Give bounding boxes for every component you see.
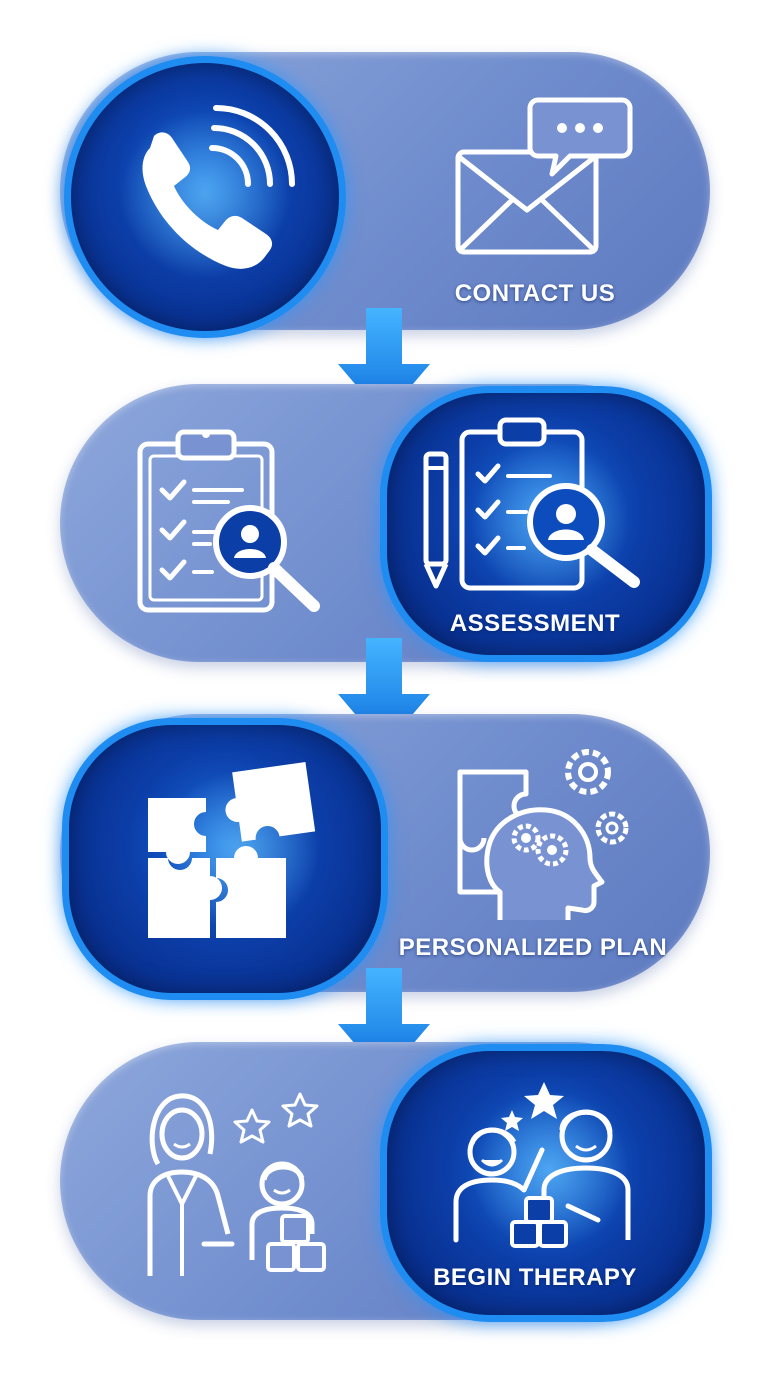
clipboard-magnifier-icon xyxy=(137,429,320,613)
clipboard-pencil-magnifier-icon xyxy=(423,417,640,591)
step-label-assessment: ASSESSMENT xyxy=(449,610,621,637)
therapist-child-icon xyxy=(147,1092,326,1276)
head-gears-icon xyxy=(457,749,629,920)
step-label-personalized-plan: PERSONALIZED PLAN xyxy=(398,934,668,961)
phone-icon xyxy=(142,105,295,269)
child-adult-blocks-icon xyxy=(453,1082,631,1248)
plan-disc xyxy=(62,718,388,1000)
envelope-chat-icon xyxy=(455,97,633,255)
puzzle-icon xyxy=(148,762,316,938)
step-label-contact-us: CONTACT US xyxy=(454,280,616,307)
step-label-begin-therapy: BEGIN THERAPY xyxy=(433,1264,637,1291)
